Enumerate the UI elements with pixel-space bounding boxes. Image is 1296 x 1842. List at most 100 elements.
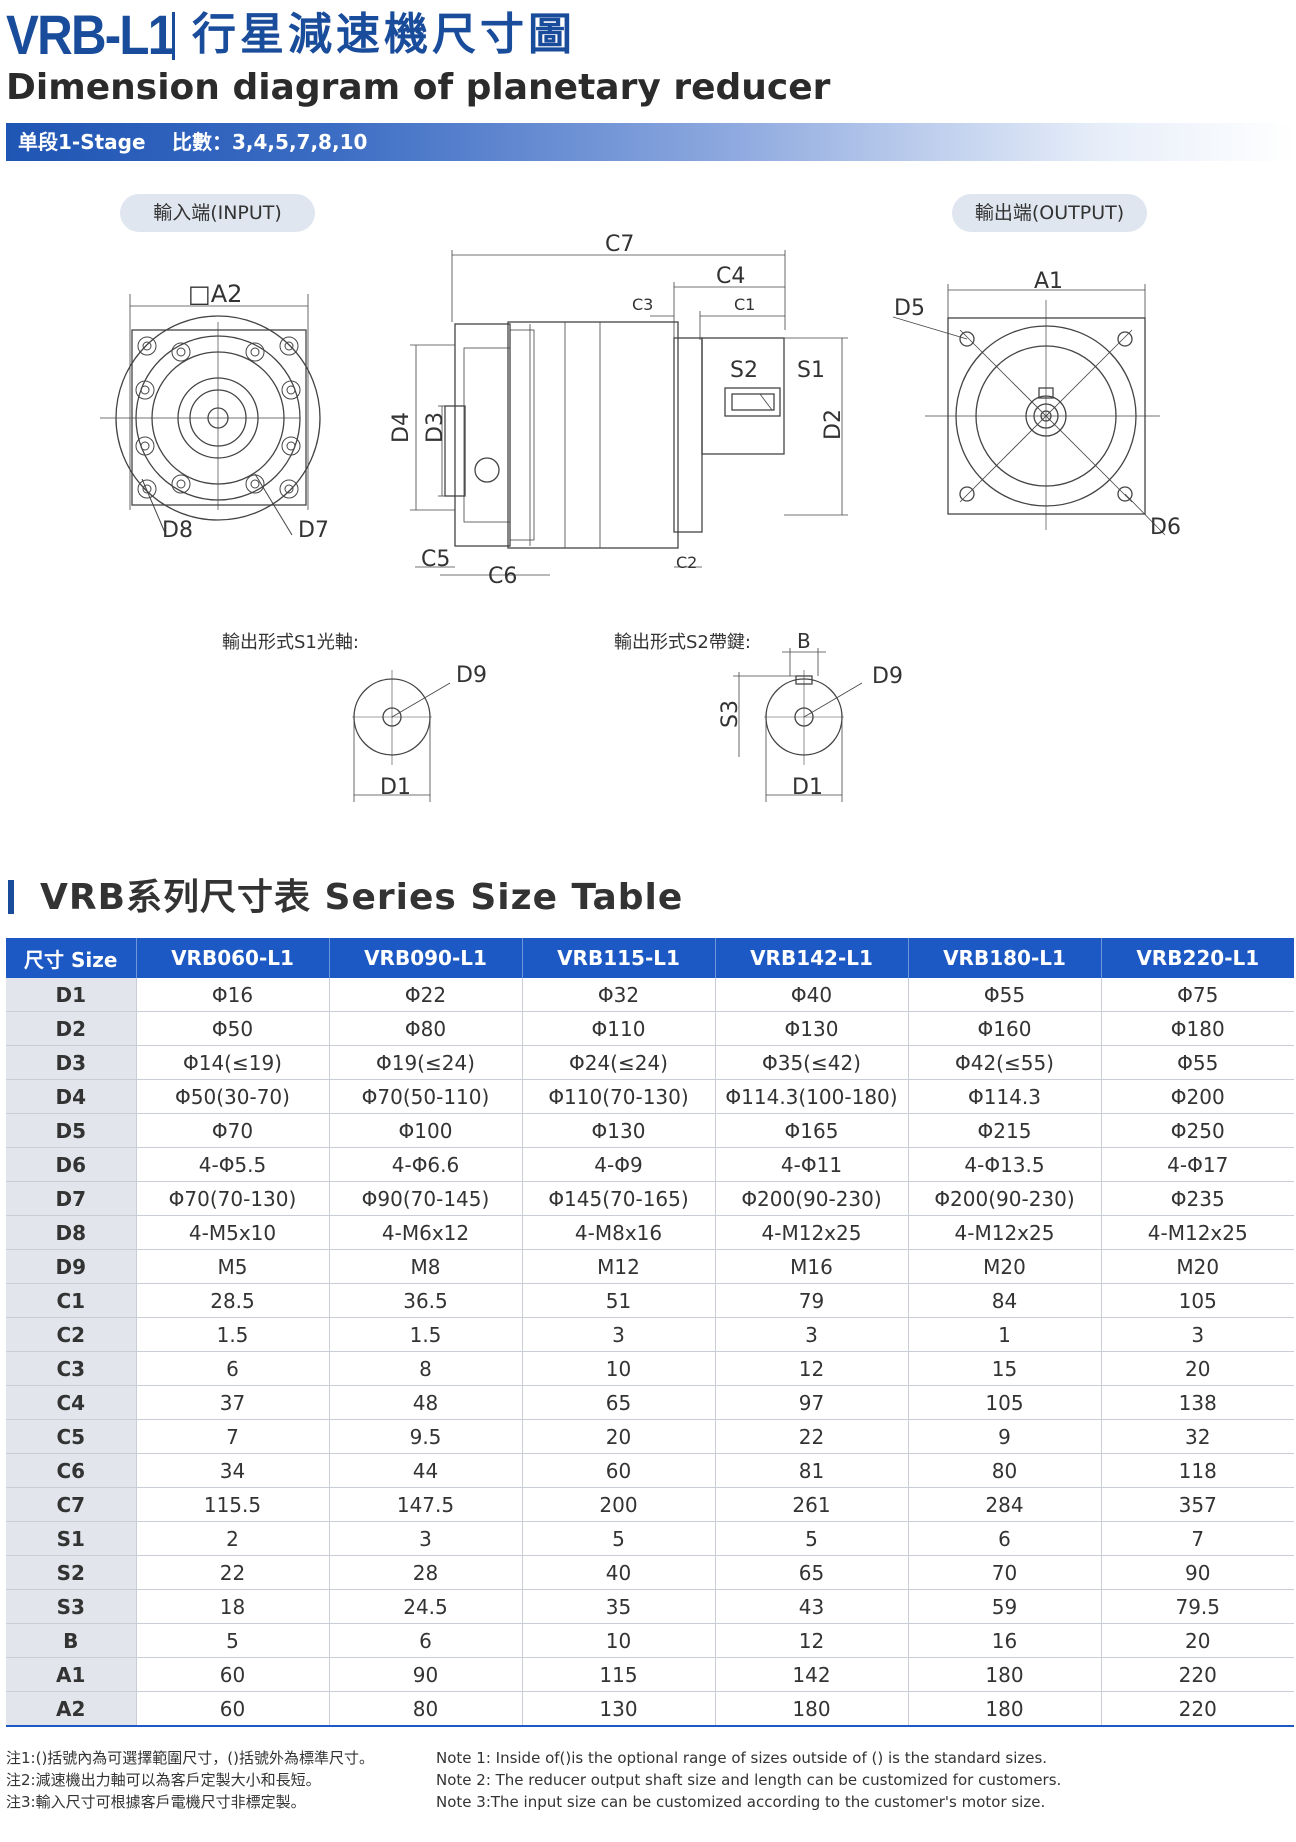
table-cell: 261: [715, 1487, 909, 1522]
table-cell: 4-M5x10: [136, 1215, 330, 1250]
table-cell: 65: [522, 1385, 716, 1420]
table-cell: 138: [1101, 1385, 1294, 1420]
label-c3: C3: [632, 295, 653, 314]
note-en-3: Note 3:The input size can be customized …: [436, 1793, 1046, 1811]
label-b: B: [797, 629, 811, 653]
table-cell: 60: [522, 1453, 716, 1488]
table-cell: 60: [136, 1691, 330, 1727]
table-cell: 5: [715, 1521, 909, 1556]
label-s2: S2: [730, 358, 758, 383]
row-header-cell: C1: [6, 1283, 137, 1318]
table-cell: Φ24(≤24): [522, 1045, 716, 1080]
english-title: Dimension diagram of planetary reducer: [6, 67, 831, 108]
table-cell: 36.5: [329, 1283, 523, 1318]
table-cell: Φ200(90-230): [908, 1181, 1102, 1216]
table-cell: 80: [329, 1691, 523, 1727]
table-cell: 7: [1101, 1521, 1294, 1556]
output-end-label: 輸出端(OUTPUT): [952, 194, 1147, 232]
table-cell: 15: [908, 1351, 1102, 1386]
dimension-drawing: □A2 D8 D7 C7 C4 C3 C1 S2 S1 D4 D3 D2 C5 …: [100, 232, 1181, 802]
table-title-accent: [8, 880, 14, 914]
table-cell: Φ165: [715, 1113, 909, 1148]
model-title: VRB-L1: [6, 3, 175, 66]
label-d5: D5: [894, 296, 925, 321]
table-cell: 80: [908, 1453, 1102, 1488]
note-cn-3: 注3:輸入尺寸可根據客戶電機尺寸非標定製。: [6, 1793, 306, 1811]
table-cell: 40: [522, 1555, 716, 1590]
table-cell: 10: [522, 1351, 716, 1386]
table-cell: 4-M12x25: [1101, 1215, 1294, 1250]
table-cell: 4-M12x25: [908, 1215, 1102, 1250]
table-cell: 70: [908, 1555, 1102, 1590]
label-d1-s1: D1: [380, 775, 411, 800]
table-cell: 28: [329, 1555, 523, 1590]
table-cell: 220: [1101, 1657, 1294, 1692]
table-cell: Φ32: [522, 978, 716, 1012]
table-cell: 37: [136, 1385, 330, 1420]
table-cell: 4-Φ11: [715, 1147, 909, 1182]
row-header-cell: S1: [6, 1521, 137, 1556]
table-cell: 20: [1101, 1351, 1294, 1386]
side-view: [410, 250, 848, 576]
table-cell: Φ235: [1101, 1181, 1294, 1216]
label-c7: C7: [605, 232, 634, 257]
row-header-cell: D7: [6, 1181, 137, 1216]
table-cell: 3: [1101, 1317, 1294, 1352]
table-cell: Φ160: [908, 1011, 1102, 1046]
table-cell: Φ130: [522, 1113, 716, 1148]
table-cell: Φ55: [908, 978, 1102, 1012]
table-cell: Φ16: [136, 978, 330, 1012]
label-d7: D7: [298, 518, 329, 543]
table-title: VRB系列尺寸表 Series Size Table: [40, 877, 684, 918]
table-cell: 3: [522, 1317, 716, 1352]
table-cell: 105: [908, 1385, 1102, 1420]
label-c4: C4: [716, 264, 745, 289]
table-cell: 8: [329, 1351, 523, 1386]
s2-output-type-label: 輸出形式S2帶鍵:: [614, 632, 751, 653]
table-cell: 4-M8x16: [522, 1215, 716, 1250]
table-cell: 90: [329, 1657, 523, 1692]
table-cell: 284: [908, 1487, 1102, 1522]
table-cell: 9.5: [329, 1419, 523, 1454]
s1-output-type-label: 輸出形式S1光軸:: [222, 632, 359, 653]
table-cell: 142: [715, 1657, 909, 1692]
table-cell: 1: [908, 1317, 1102, 1352]
row-header-cell: A1: [6, 1657, 137, 1692]
table-cell: 7: [136, 1419, 330, 1454]
table-cell: Φ200: [1101, 1079, 1294, 1114]
table-cell: 48: [329, 1385, 523, 1420]
s2-keyed-shaft-view: [733, 648, 863, 802]
row-header-cell: C4: [6, 1385, 137, 1420]
table-cell: Φ70(50-110): [329, 1079, 523, 1114]
table-cell: 44: [329, 1453, 523, 1488]
row-header-cell: D3: [6, 1045, 137, 1080]
note-en-2: Note 2: The reducer output shaft size an…: [436, 1771, 1062, 1789]
table-cell: 6: [136, 1351, 330, 1386]
table-cell: 84: [908, 1283, 1102, 1318]
table-cell: 12: [715, 1351, 909, 1386]
row-header-cell: S3: [6, 1589, 137, 1624]
table-cell: Φ50(30-70): [136, 1079, 330, 1114]
table-cell: 12: [715, 1623, 909, 1658]
label-d2: D2: [821, 409, 846, 440]
label-d1-s2: D1: [792, 775, 823, 800]
column-header: VRB220-L1: [1101, 938, 1294, 978]
table-cell: 65: [715, 1555, 909, 1590]
row-header-cell: C5: [6, 1419, 137, 1454]
s1-shaft-view: [352, 670, 451, 802]
table-cell: Φ215: [908, 1113, 1102, 1148]
table-cell: 200: [522, 1487, 716, 1522]
row-header-cell: C2: [6, 1317, 137, 1352]
table-cell: 35: [522, 1589, 716, 1624]
table-cell: Φ90(70-145): [329, 1181, 523, 1216]
column-header: VRB142-L1: [715, 938, 909, 978]
note-cn-2: 注2:減速機出力軸可以為客戶定製大小和長短。: [6, 1771, 321, 1789]
table-cell: 79: [715, 1283, 909, 1318]
row-header-cell: D9: [6, 1249, 137, 1284]
